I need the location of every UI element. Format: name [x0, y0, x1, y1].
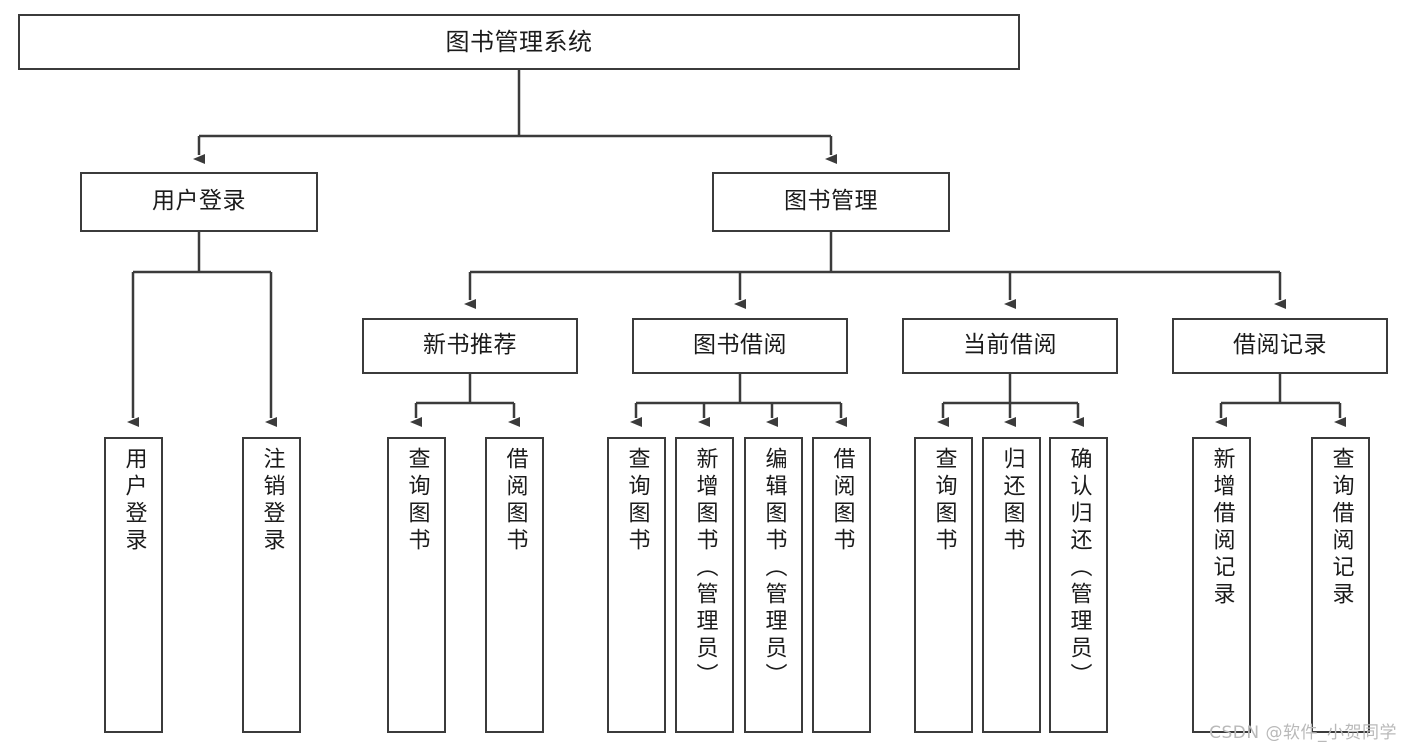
- leaf-current-confirm-return-admin[interactable]: 确认归还（管理员）: [1049, 437, 1108, 733]
- node-label: 当前借阅: [963, 332, 1057, 359]
- leaf-borrow-query-book[interactable]: 查询图书: [607, 437, 666, 733]
- leaf-borrow-edit-book-admin[interactable]: 编辑图书（管理员）: [744, 437, 803, 733]
- node-label: 图书借阅: [693, 332, 787, 359]
- node-label: 借阅图书: [502, 447, 528, 555]
- node-user-login[interactable]: 用户登录: [80, 172, 318, 232]
- node-label: 借阅记录: [1233, 332, 1327, 359]
- node-label: 查询图书: [931, 447, 957, 555]
- node-label: 图书管理系统: [445, 27, 593, 56]
- leaf-user-login-login[interactable]: 用户登录: [104, 437, 163, 733]
- node-label: 确认归还（管理员）: [1066, 447, 1092, 690]
- node-root-book-management-system[interactable]: 图书管理系统: [18, 14, 1020, 70]
- leaf-current-return-book[interactable]: 归还图书: [982, 437, 1041, 733]
- leaf-recommend-query-book[interactable]: 查询图书: [387, 437, 446, 733]
- leaf-borrow-borrow-book[interactable]: 借阅图书: [812, 437, 871, 733]
- node-current-borrow[interactable]: 当前借阅: [902, 318, 1118, 374]
- leaf-record-add-record[interactable]: 新增借阅记录: [1192, 437, 1251, 733]
- leaf-current-query-book[interactable]: 查询图书: [914, 437, 973, 733]
- node-label: 新增借阅记录: [1209, 447, 1235, 609]
- node-label: 查询借阅记录: [1328, 447, 1354, 609]
- node-label: 借阅图书: [829, 447, 855, 555]
- node-label: 查询图书: [624, 447, 650, 555]
- node-label: 查询图书: [404, 447, 430, 555]
- node-label: 新增图书（管理员）: [692, 447, 718, 690]
- node-borrow-record[interactable]: 借阅记录: [1172, 318, 1388, 374]
- node-book-borrow[interactable]: 图书借阅: [632, 318, 848, 374]
- csdn-watermark: CSDN @软件_小贺同学: [1209, 723, 1397, 743]
- node-label: 新书推荐: [423, 332, 517, 359]
- node-label: 编辑图书（管理员）: [761, 447, 787, 690]
- node-label: 用户登录: [121, 447, 147, 555]
- node-label: 用户登录: [152, 188, 246, 215]
- node-label: 注销登录: [259, 447, 285, 555]
- node-label: 归还图书: [999, 447, 1025, 555]
- leaf-user-login-logout[interactable]: 注销登录: [242, 437, 301, 733]
- leaf-record-query-record[interactable]: 查询借阅记录: [1311, 437, 1370, 733]
- node-new-book-recommend[interactable]: 新书推荐: [362, 318, 578, 374]
- leaf-recommend-borrow-book[interactable]: 借阅图书: [485, 437, 544, 733]
- node-book-management[interactable]: 图书管理: [712, 172, 950, 232]
- leaf-borrow-add-book-admin[interactable]: 新增图书（管理员）: [675, 437, 734, 733]
- node-label: 图书管理: [784, 188, 878, 215]
